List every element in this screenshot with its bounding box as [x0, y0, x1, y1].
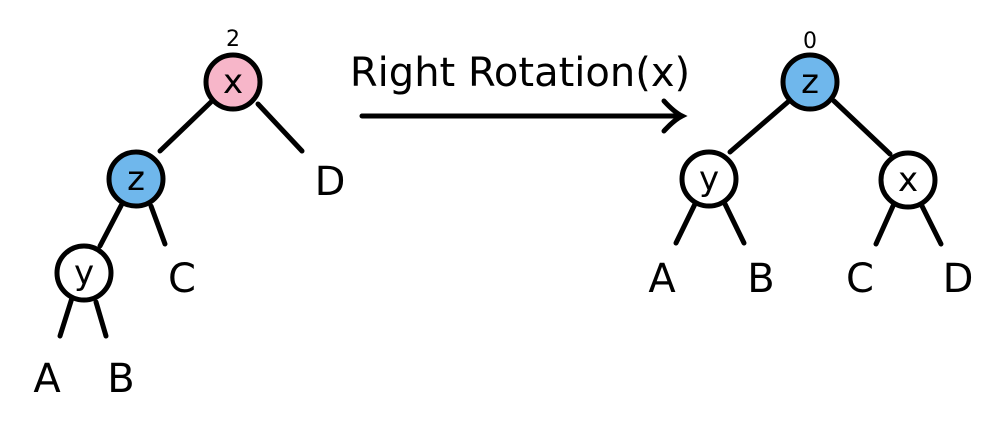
leaf-a-before: A — [33, 356, 61, 402]
node-x-before-label: x — [223, 62, 243, 102]
leaf-b-before: B — [107, 356, 134, 402]
leaf-b-after: B — [747, 256, 774, 302]
edge-x-d — [255, 101, 305, 154]
edge-x-z — [157, 99, 214, 154]
edge-y-b — [93, 299, 109, 339]
tree-after: z y x 0 A B C D — [648, 29, 973, 302]
caption: Right Rotation(x) — [350, 50, 690, 96]
node-y-before — [54, 243, 114, 303]
node-y-before-label: y — [74, 253, 94, 293]
edge-y-b-after — [722, 201, 747, 246]
leaf-d-after: D — [943, 256, 974, 302]
edge-x-d-after — [919, 203, 944, 247]
arrow-head-icon — [661, 98, 688, 134]
leaf-c-after: C — [846, 256, 874, 302]
node-y-after-label: y — [699, 159, 719, 199]
rotation-arrow-group: Right Rotation(x) — [350, 50, 690, 134]
leaf-d-before: D — [315, 159, 346, 205]
tree-before: x z y 2 A B C D — [33, 27, 345, 402]
balance-factor-z: 0 — [803, 29, 817, 54]
node-z-after-label: z — [801, 62, 819, 102]
node-z-before-label: z — [127, 159, 145, 199]
node-x-after-label: x — [898, 160, 918, 200]
edge-z-y-after — [727, 98, 792, 155]
node-z-after — [780, 52, 840, 112]
leaf-a-after: A — [648, 256, 676, 302]
edge-z-c — [148, 203, 168, 247]
leaf-c-before: C — [168, 256, 196, 302]
node-z-before — [106, 149, 166, 209]
edge-y-a-after — [673, 201, 698, 246]
node-x-before — [203, 52, 263, 112]
edge-z-y — [97, 199, 126, 249]
edge-z-x-after — [831, 98, 893, 157]
edge-y-a — [57, 295, 75, 339]
node-x-after — [878, 150, 938, 210]
edge-x-c-after — [873, 203, 896, 247]
node-y-after — [679, 149, 739, 209]
balance-factor-x: 2 — [226, 27, 240, 52]
